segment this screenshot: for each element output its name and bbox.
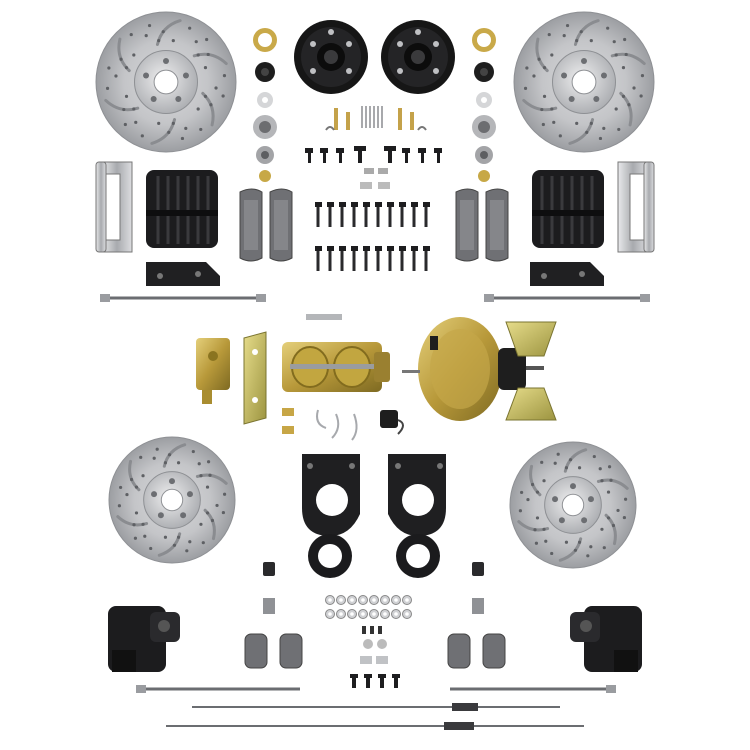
- rear-right-clips: [472, 562, 484, 614]
- caliper-bolt-grid: [315, 202, 430, 271]
- front-right-steering-bracket: [530, 262, 604, 286]
- small-hardware-top: [325, 106, 427, 131]
- brake-light-switch: [380, 410, 404, 435]
- front-left-caliper-bracket: [95, 161, 133, 253]
- front-right-caliper-bracket: [617, 161, 655, 253]
- right-bearing-stack: [472, 28, 496, 182]
- valve-mounting-bracket: [243, 331, 267, 425]
- booster-brackets: [505, 321, 557, 421]
- rear-right-caliper-bracket: [388, 454, 446, 536]
- rear-right-rotor: [509, 441, 637, 569]
- parking-brake-cable-2: [166, 722, 584, 730]
- front-right-hub: [381, 20, 455, 94]
- rear-right-brake-hose: [450, 685, 616, 693]
- rear-left-brake-hose: [136, 685, 300, 693]
- rear-right-pads: [447, 633, 506, 669]
- banjo-fittings: [360, 168, 390, 189]
- front-right-brake-hose: [484, 294, 650, 302]
- rear-left-pads: [244, 633, 303, 669]
- distribution-block-fittings: [282, 408, 294, 434]
- rear-left-spacer: [308, 534, 352, 578]
- brake-lines-short: [316, 409, 358, 441]
- parking-brake-cable-1: [192, 703, 560, 711]
- front-left-pads: [239, 188, 293, 262]
- front-left-rotor: [95, 11, 237, 153]
- front-left-hub: [294, 20, 368, 94]
- power-brake-booster: [402, 317, 544, 421]
- front-left-steering-bracket: [146, 262, 220, 286]
- rear-left-caliper: [108, 606, 180, 672]
- front-left-caliper: [146, 170, 218, 248]
- rear-left-caliper-bracket: [302, 454, 360, 536]
- left-bearing-stack: [253, 28, 277, 182]
- front-right-pads: [455, 188, 509, 262]
- rear-hardware: [350, 626, 400, 688]
- washer-set: [325, 595, 412, 619]
- rear-right-spacer: [396, 534, 440, 578]
- rear-left-clips: [263, 562, 275, 614]
- front-right-caliper: [532, 170, 604, 248]
- front-left-brake-hose: [100, 294, 266, 302]
- front-right-rotor: [513, 11, 655, 153]
- proportioning-valve: [196, 338, 230, 404]
- rear-left-rotor: [108, 436, 236, 564]
- rear-right-caliper: [570, 606, 642, 672]
- caliper-bolts-top: [305, 146, 442, 163]
- master-cylinder: [282, 314, 390, 392]
